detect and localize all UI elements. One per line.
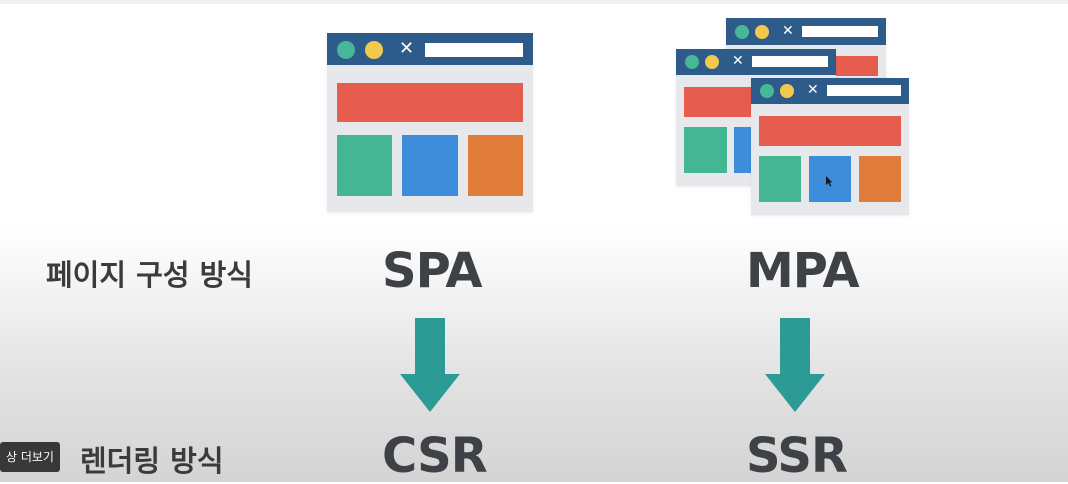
address-bar	[425, 43, 523, 57]
csr-heading: CSR	[382, 428, 488, 484]
arrow-down-icon	[765, 318, 825, 412]
close-icon: ✕	[782, 23, 794, 39]
window-dot-yellow	[705, 55, 719, 69]
window-dot-green	[735, 25, 749, 39]
window-dot-green	[760, 84, 774, 98]
window-dot-yellow	[755, 25, 769, 39]
header-block	[337, 83, 523, 122]
spa-browser-window-icon: ✕	[327, 33, 533, 212]
address-bar	[752, 56, 828, 67]
top-divider	[0, 0, 1068, 4]
mpa-window-front: ✕	[751, 78, 909, 215]
close-icon: ✕	[399, 38, 415, 59]
close-icon: ✕	[732, 53, 744, 69]
content-block-blue	[402, 135, 458, 196]
window-dot-yellow	[780, 84, 794, 98]
address-bar	[802, 26, 878, 37]
more-videos-button[interactable]: 상 더보기	[0, 442, 60, 472]
arrow-down-icon	[400, 318, 460, 412]
window-dot-green	[685, 55, 699, 69]
content-block-green	[337, 135, 392, 196]
window-dot-yellow	[365, 41, 383, 59]
render-method-label: 렌더링 방식	[80, 444, 224, 478]
content-block-blue	[809, 156, 851, 202]
ssr-heading: SSR	[746, 428, 848, 484]
header-block	[759, 116, 901, 146]
close-icon: ✕	[807, 82, 819, 98]
content-block-green	[684, 127, 727, 173]
mouse-cursor-icon	[826, 176, 833, 187]
content-block-orange	[859, 156, 901, 202]
content-block-green	[759, 156, 801, 202]
content-block-orange	[468, 135, 523, 196]
page-method-label: 페이지 구성 방식	[46, 258, 253, 292]
spa-heading: SPA	[382, 243, 482, 299]
mpa-heading: MPA	[746, 243, 860, 299]
window-dot-green	[337, 41, 355, 59]
header-block	[836, 56, 878, 76]
address-bar	[827, 85, 901, 96]
